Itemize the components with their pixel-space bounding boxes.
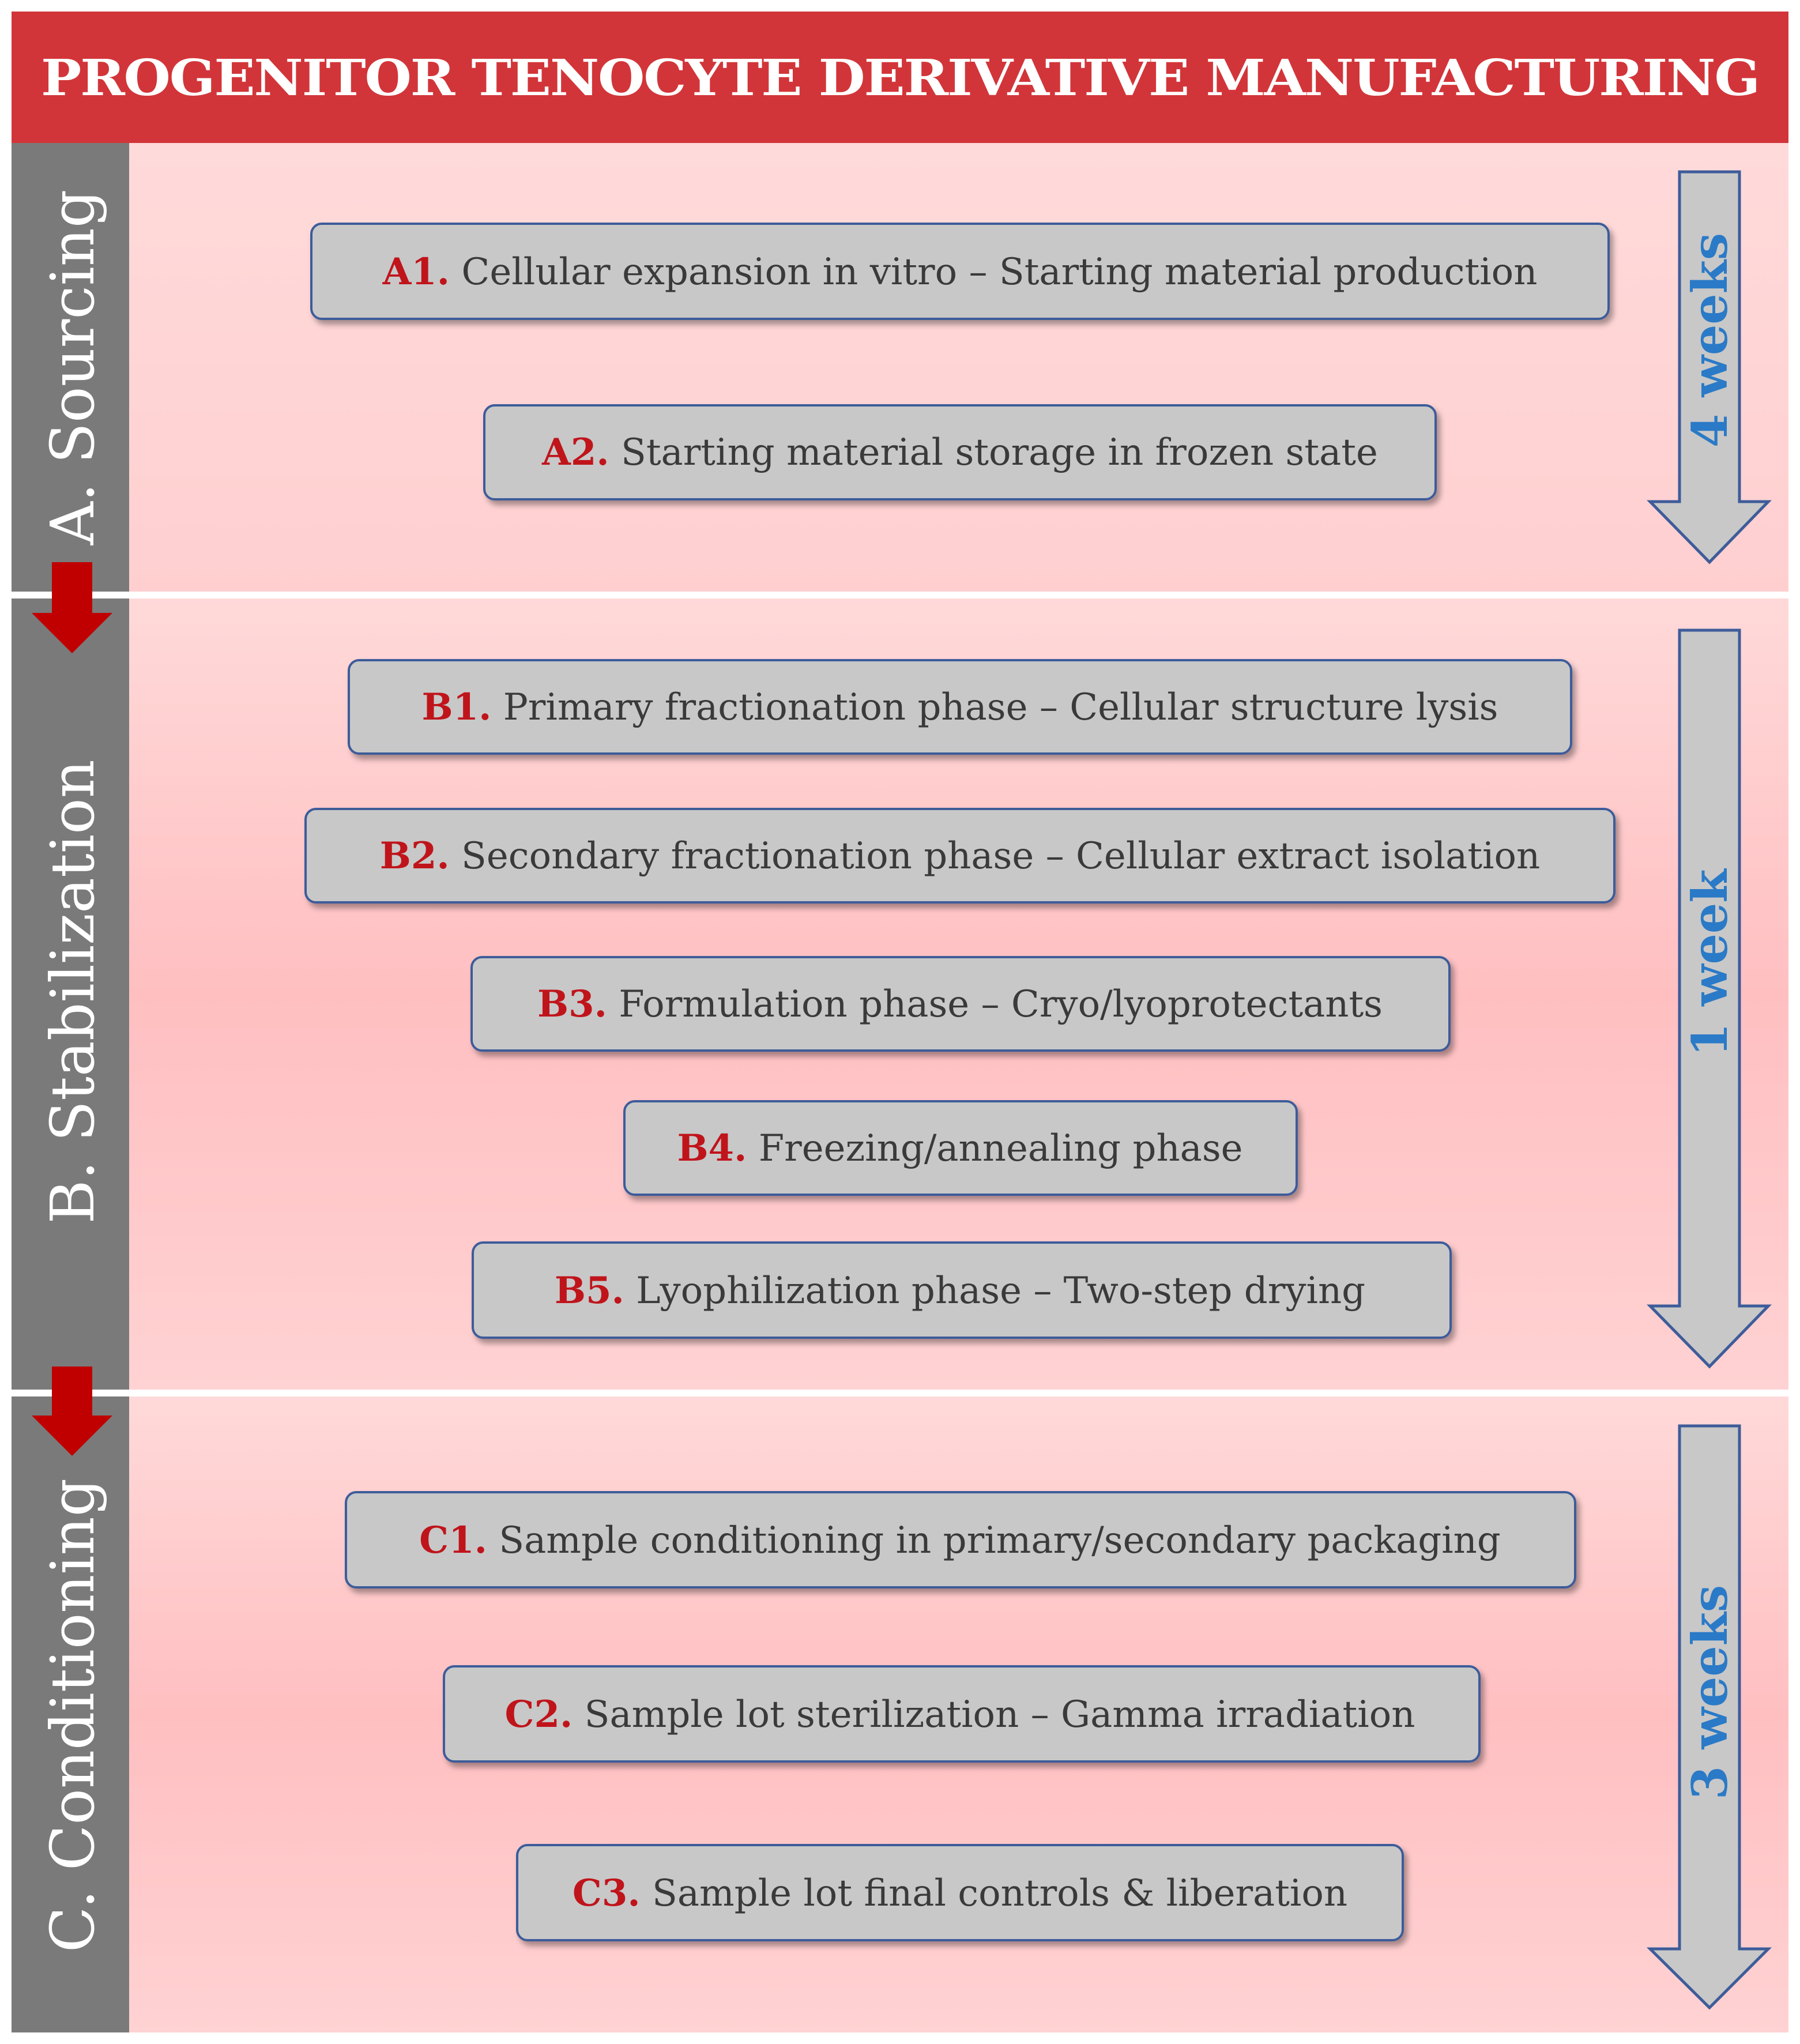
section-label: B. Stabilization <box>37 759 108 1224</box>
step-text: Sample conditioning in primary/secondary… <box>499 1519 1501 1562</box>
section-sidebar <box>12 143 129 592</box>
step-box <box>472 1241 1452 1339</box>
title-bar <box>12 12 1788 143</box>
step-label: A2. Starting material storage in frozen … <box>541 431 1378 474</box>
section-divider <box>12 592 1788 598</box>
step-code: A2. <box>541 431 609 474</box>
step-box <box>516 1844 1404 1941</box>
step-code: B5. <box>555 1269 624 1312</box>
section-divider <box>12 1390 1788 1396</box>
step-text: Primary fractionation phase – Cellular s… <box>503 686 1498 729</box>
section-sourcing: A. Sourcing 4 weeks A1. Cellular expansi… <box>12 143 1788 592</box>
section-conditioning: C. Conditioning 3 weeks C1. Sample condi… <box>12 1396 1788 2032</box>
duration-arrow <box>1647 170 1772 564</box>
step-text: Freezing/annealing phase <box>759 1127 1243 1170</box>
step-label: C3. Sample lot final controls & liberati… <box>573 1872 1347 1915</box>
step-label: B1. Primary fractionation phase – Cellul… <box>421 686 1498 729</box>
step-box <box>443 1665 1481 1763</box>
transition-arrow-down-icon <box>32 562 112 653</box>
step-code: A1. <box>382 250 450 293</box>
step-label: A1. Cellular expansion in vitro – Starti… <box>382 250 1538 293</box>
step-label: B5. Lyophilization phase – Two-step dryi… <box>555 1269 1365 1312</box>
step-text: Lyophilization phase – Two-step drying <box>636 1270 1365 1312</box>
step-code: B1. <box>421 686 491 729</box>
step-text: Starting material storage in frozen stat… <box>621 431 1378 474</box>
step-text: Sample lot sterilization – Gamma irradia… <box>585 1693 1415 1736</box>
section-panel <box>129 143 1788 592</box>
step-box <box>470 956 1451 1052</box>
step-code: C2. <box>505 1693 573 1736</box>
section-label: A. Sourcing <box>37 190 108 546</box>
diagram-title: PROGENITOR TENOCYTE DERIVATIVE MANUFACTU… <box>41 49 1759 107</box>
step-label: B3. Formulation phase – Cryo/lyoprotecta… <box>537 983 1383 1026</box>
step-code: B3. <box>537 983 607 1026</box>
duration-arrow <box>1646 1424 1772 2010</box>
step-code: B4. <box>677 1127 747 1170</box>
section-stabilization: B. Stabilization 1 week B1. Primary frac… <box>12 598 1788 1390</box>
step-box <box>304 808 1616 904</box>
step-label: B2. Secondary fractionation phase – Cell… <box>380 834 1541 878</box>
section-label: C. Conditioning <box>37 1478 108 1952</box>
step-code: C1. <box>419 1519 487 1562</box>
step-text: Secondary fractionation phase – Cellular… <box>461 835 1540 878</box>
step-text: Formulation phase – Cryo/lyoprotectants <box>619 983 1383 1026</box>
step-box <box>348 659 1572 755</box>
duration-arrow <box>1647 628 1772 1369</box>
duration-label: 1 week <box>1681 868 1738 1057</box>
step-text: Sample lot final controls & liberation <box>652 1872 1347 1915</box>
step-box <box>310 223 1610 320</box>
step-box <box>483 404 1437 500</box>
transition-arrow-down-icon <box>32 1367 112 1456</box>
step-label: B4. Freezing/annealing phase <box>677 1127 1242 1170</box>
section-sidebar <box>12 598 129 1390</box>
section-sidebar <box>12 1396 129 2032</box>
step-box <box>345 1491 1576 1588</box>
step-label: C2. Sample lot sterilization – Gamma irr… <box>505 1693 1415 1736</box>
duration-label: 3 weeks <box>1681 1585 1738 1800</box>
step-box <box>623 1100 1298 1196</box>
step-code: C3. <box>573 1872 641 1915</box>
step-code: B2. <box>380 834 450 878</box>
step-text: Cellular expansion in vitro – Starting m… <box>461 251 1537 293</box>
step-label: C1. Sample conditioning in primary/secon… <box>419 1519 1501 1562</box>
duration-label: 4 weeks <box>1681 233 1738 447</box>
